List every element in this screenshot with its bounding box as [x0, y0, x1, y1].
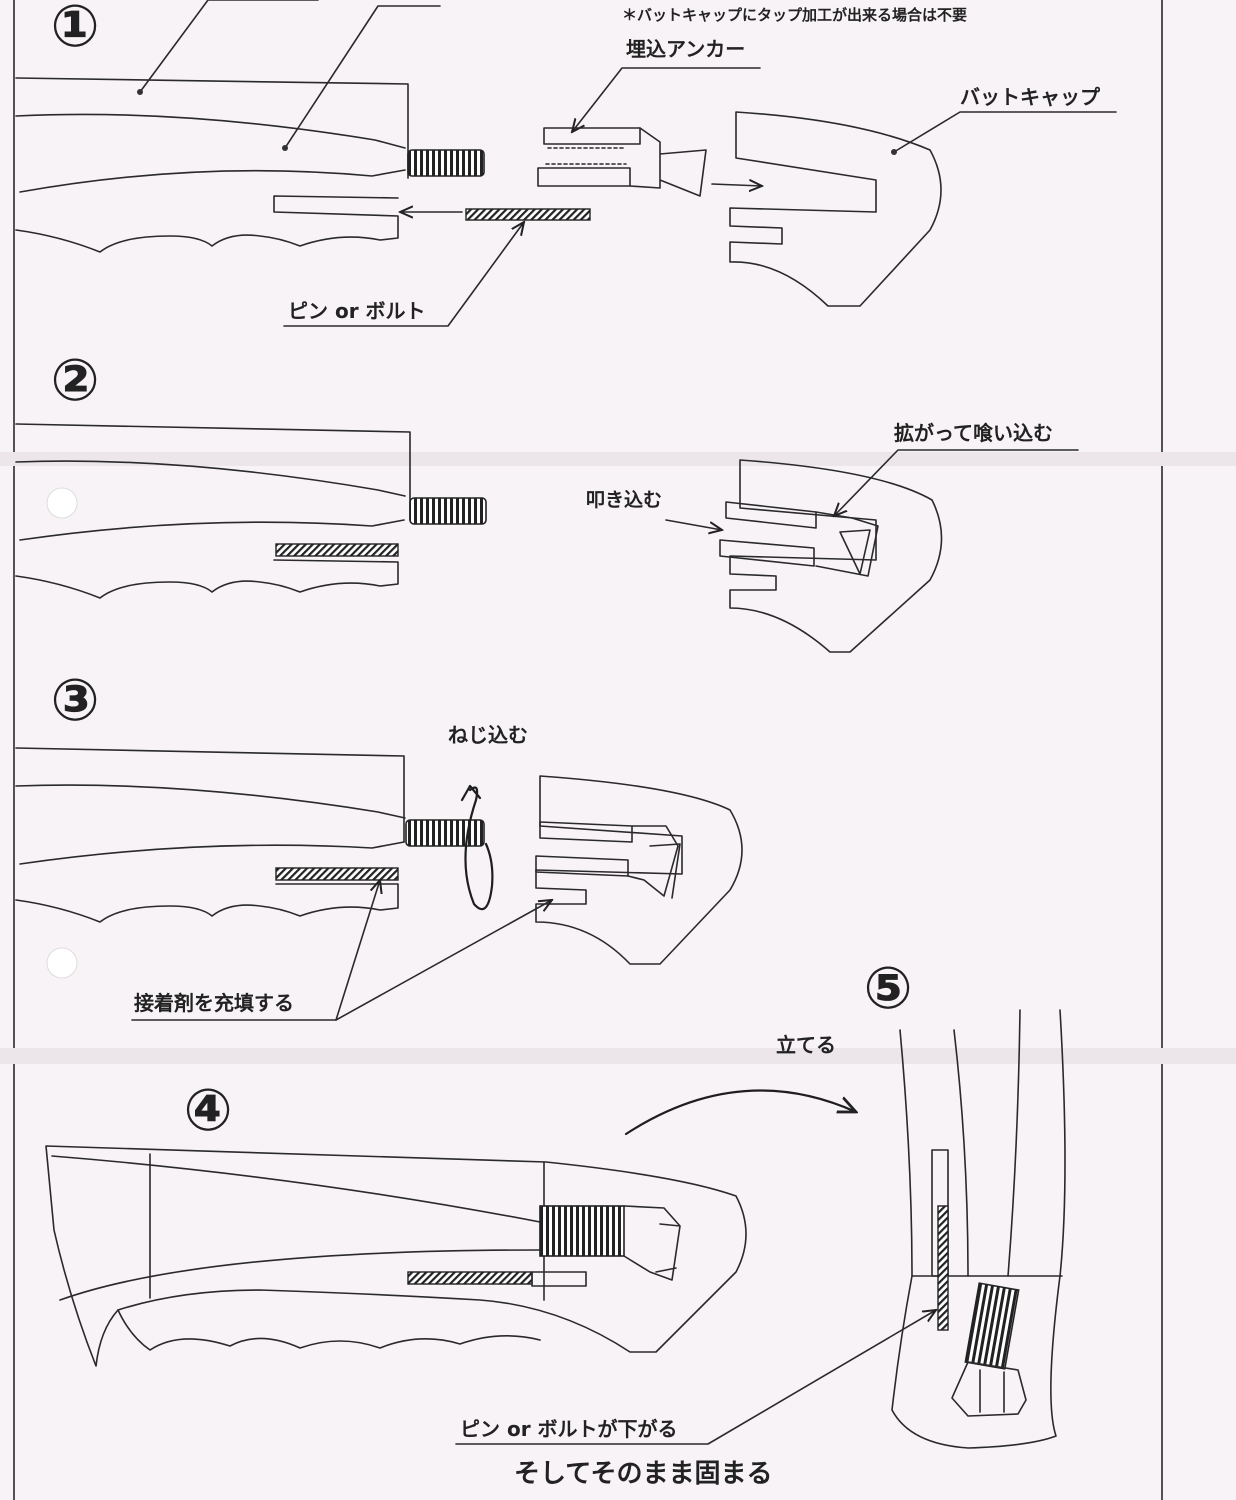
grip-inner-line	[19, 841, 405, 865]
pin	[275, 867, 399, 881]
step-3: ③ ねじ込む 接着剤を充填する	[15, 666, 743, 1021]
pin	[407, 1271, 533, 1285]
leader-line	[893, 111, 1117, 153]
stand-up-label: 立てる	[776, 1033, 836, 1057]
adhesive-label: 接着剤を充填する	[134, 991, 294, 1015]
arrow	[665, 519, 722, 530]
leader-line	[572, 67, 761, 132]
punch-hole	[46, 487, 78, 519]
assembled-grip	[45, 1145, 747, 1367]
step-4-number: ④	[183, 1076, 232, 1144]
anchor-head	[629, 127, 707, 197]
upright-grip	[891, 1009, 1066, 1449]
grip-bottom	[117, 1309, 541, 1351]
step-5-number: ⑤	[863, 954, 912, 1022]
grip-inner-line	[15, 460, 406, 497]
anchor-top	[725, 501, 817, 529]
step-5: ⑤ 立てる ピン or ボルトが下がる そしてそのまま固まる	[455, 954, 1066, 1489]
step-3-number: ③	[50, 666, 99, 734]
anchor-label: 埋込アンカー	[626, 37, 745, 61]
screw-in-label: ねじ込む	[448, 723, 528, 747]
tap-in-label: 叩き込む	[586, 489, 662, 511]
anchor-top	[539, 821, 633, 843]
anchor-head-spread	[951, 1361, 1027, 1417]
fold-line	[0, 1048, 1236, 1064]
anchor-head-spread	[627, 825, 681, 899]
grip-outline	[15, 77, 409, 179]
then-set-label: そしてそのまま固まる	[514, 1459, 772, 1489]
threaded-stud	[405, 819, 485, 847]
leader-line	[139, 0, 319, 93]
grip-inner-line	[51, 1155, 541, 1223]
stand-up-arrow	[624, 1089, 856, 1136]
leader-line	[335, 900, 552, 1021]
grip-bottom	[15, 883, 399, 923]
step-1-number: ①	[50, 0, 99, 60]
threaded-stud	[409, 497, 487, 525]
anchor-bottom	[535, 855, 629, 877]
step-1: ① ＊バットキャップにタップ加工が出来る場合は不要 埋込アンカー バットキャップ…	[15, 0, 1117, 327]
punch-hole	[46, 947, 78, 979]
step-4: ④	[45, 1076, 747, 1367]
arrow	[711, 184, 762, 186]
butt-cap	[535, 775, 743, 965]
threaded-stud	[407, 149, 485, 177]
step-2: ② 叩き込む 拡がって喰い込む	[15, 346, 1079, 653]
pin	[275, 543, 399, 557]
anchor-head-spread	[815, 511, 879, 577]
threaded-stud	[539, 1205, 625, 1257]
rotation-arrow	[464, 786, 494, 911]
grip-outline	[15, 423, 411, 521]
pin	[465, 208, 591, 221]
note-text: ＊バットキャップにタップ加工が出来る場合は不要	[622, 6, 967, 24]
grip-inner-line	[15, 784, 406, 819]
leader-line	[455, 1310, 936, 1445]
grip-bottom	[15, 559, 399, 599]
anchor-head-spread	[623, 1205, 681, 1281]
grip-bottom	[15, 195, 399, 253]
grip-inner-line	[15, 113, 406, 149]
leader-line	[284, 5, 441, 149]
anchor-bottom	[719, 539, 815, 567]
anchor-top	[543, 127, 641, 145]
spreads-label: 拡がって喰い込む	[894, 421, 1053, 445]
leader-line	[283, 222, 524, 327]
grip-inner-line	[19, 169, 406, 193]
step-2-number: ②	[50, 346, 99, 414]
leader-line	[834, 449, 1079, 516]
threaded-stud	[964, 1282, 1020, 1370]
fold-line	[0, 452, 1236, 466]
butt-cap	[729, 111, 942, 307]
grip-outline	[15, 747, 405, 843]
anchor-bottom	[537, 167, 631, 187]
grip-inner-line	[19, 519, 405, 541]
pin-dropped	[937, 1205, 949, 1331]
pin-drops-label: ピン or ボルトが下がる	[460, 1417, 678, 1441]
butt-cap-label: バットキャップ	[960, 85, 1101, 109]
grip-inner-line	[59, 1249, 541, 1301]
pin-hole	[531, 1271, 587, 1287]
butt-cap	[729, 459, 943, 653]
pin-or-bolt-label: ピン or ボルト	[288, 299, 426, 323]
grip-inner-line	[953, 1009, 1021, 1277]
